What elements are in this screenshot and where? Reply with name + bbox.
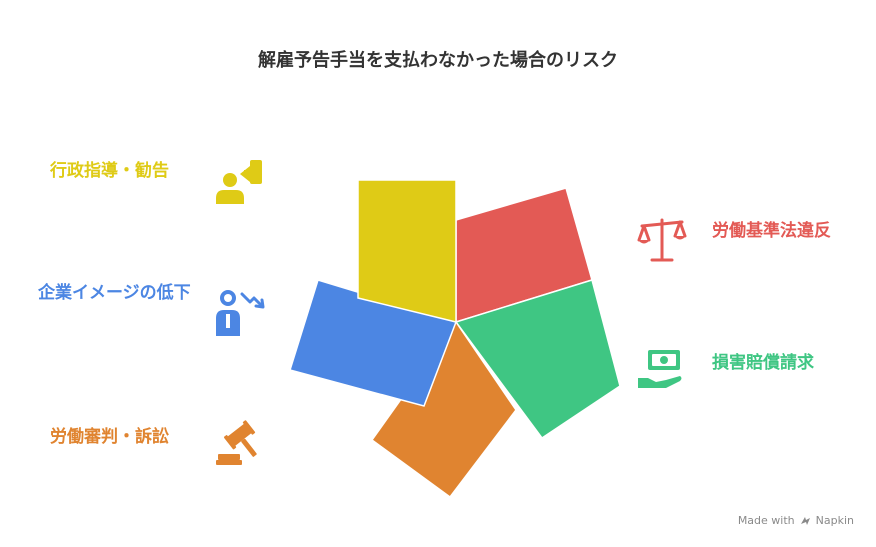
money-hand-icon <box>638 350 682 388</box>
scales-icon <box>637 218 687 262</box>
label-labor-standards-violation: 労働基準法違反 <box>712 221 831 241</box>
label-damages-claim: 損害賠償請求 <box>712 353 814 373</box>
label-administrative-guidance: 行政指導・勧告 <box>50 161 169 181</box>
segment-damages <box>454 279 621 440</box>
person-down-icon <box>216 290 265 336</box>
page-title: 解雇予告手当を支払わなかった場合のリスク <box>258 50 618 71</box>
label-corporate-image-decline: 企業イメージの低下 <box>38 283 191 303</box>
label-labor-tribunal-litigation: 労働審判・訴訟 <box>50 427 169 447</box>
person-megaphone-icon <box>216 160 262 204</box>
gavel-icon <box>216 420 257 465</box>
footer-watermark: Made with Napkin <box>738 514 854 527</box>
napkin-logo-icon <box>800 517 810 525</box>
segment-litigation <box>370 320 517 499</box>
footer-made-with: Made with <box>737 514 795 527</box>
segment-admin-guidance <box>357 179 457 323</box>
footer-brand: Napkin <box>815 514 854 527</box>
